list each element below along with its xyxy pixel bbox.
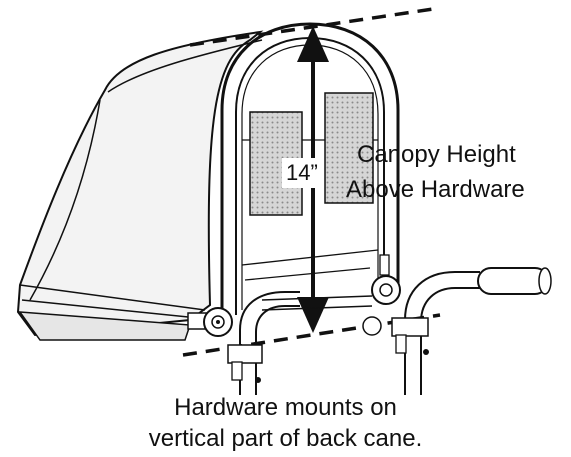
left-back-cane	[227, 291, 300, 395]
callout-line-1: Canopy Height	[357, 141, 516, 168]
cross-tube	[261, 295, 373, 311]
canopy-arch-outer	[220, 22, 400, 318]
right-hardware-clamp	[371, 254, 401, 305]
dimension-label: 14”	[282, 158, 322, 188]
canopy-fabric-lower	[18, 311, 192, 341]
canopy-fabric-seam	[29, 99, 101, 301]
height-arrow-head-top	[297, 26, 329, 62]
height-arrow-head-bottom	[297, 297, 329, 333]
push-handle-grip	[477, 267, 552, 295]
left-hardware-clamp	[187, 307, 233, 337]
callout-line-2: Above Hardware	[346, 176, 525, 203]
canopy-top-fold	[107, 39, 263, 93]
caption-line-2: vertical part of back cane.	[148, 425, 423, 452]
mesh-window-right	[324, 92, 374, 204]
right-back-cane	[362, 271, 480, 395]
top-reference-line	[189, 6, 441, 47]
caption-line-1: Hardware mounts on	[174, 394, 397, 421]
canopy-fabric	[16, 30, 264, 337]
